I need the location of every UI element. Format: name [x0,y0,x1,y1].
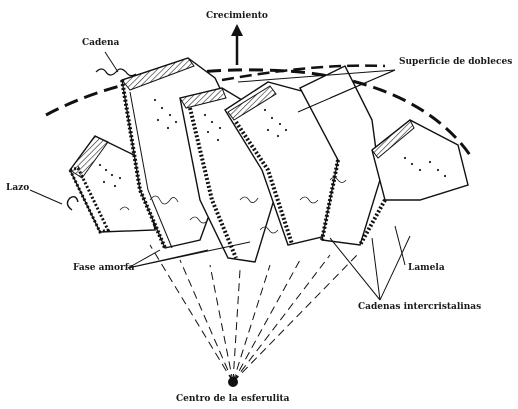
label-fase-amorfa: Fase amorfa [73,263,134,274]
label-lamela: Lamela [408,263,445,274]
label-lazo: Lazo [6,183,29,194]
label-centro-esferulita: Centro de la esferulita [176,394,290,405]
label-superficie-dobleces: Superficie de dobleces [399,57,512,68]
radial-dashed-lines [150,245,360,382]
loop-squiggle [67,197,78,210]
label-cadenas-intercristalinas: Cadenas intercristalinas [358,302,481,313]
spherulite-center-dot [228,377,238,387]
label-cadena: Cadena [82,38,119,49]
chain-squiggle [96,69,136,76]
label-crecimiento: Crecimiento [206,11,268,22]
growth-arrow [231,24,243,65]
